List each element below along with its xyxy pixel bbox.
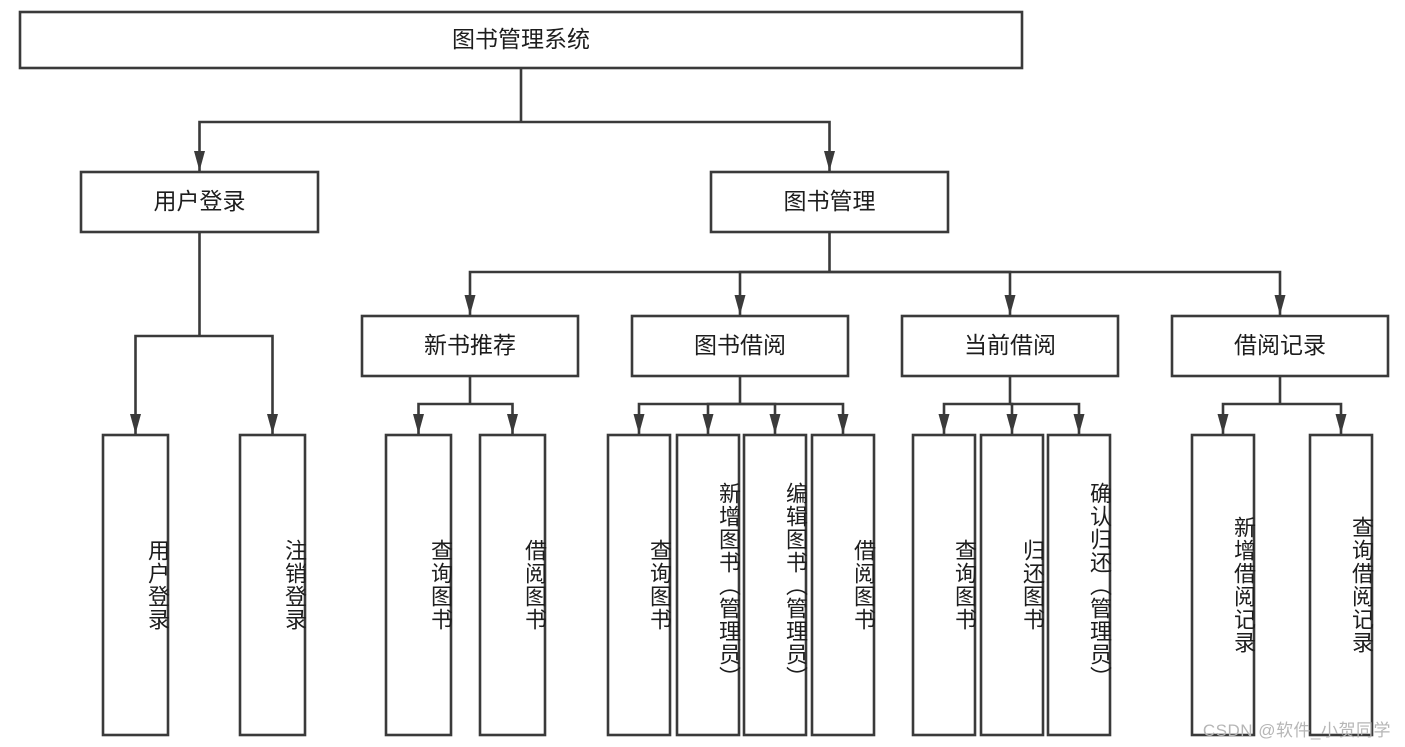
node-box-leaf-add-book[interactable] [675, 433, 741, 737]
node-label-root: 图书管理系统 [452, 26, 590, 52]
connector-group [130, 68, 1347, 434]
connector-book-manage-to-new-book-rec [468, 270, 830, 315]
node-box-borrow-record[interactable] [1170, 314, 1390, 378]
node-box-leaf-query-record[interactable] [1308, 433, 1374, 737]
connector-root-to-book-manage [521, 120, 831, 171]
node-box-leaf-query-book[interactable] [606, 433, 672, 737]
connector-user-login-to-leaf-logout [199, 334, 274, 434]
connector-book-borrow-to-leaf-edit-book [740, 402, 777, 434]
node-box-leaf-query-book-rec[interactable] [384, 433, 453, 737]
node-label-user-login: 用户登录 [154, 188, 246, 214]
arrow-head-icon [1006, 414, 1018, 434]
connector-borrow-record-to-leaf-add-record [1221, 402, 1280, 434]
node-box-leaf-borrow-book[interactable] [810, 433, 876, 737]
arrow-head-icon [464, 295, 476, 315]
node-box-new-book-rec[interactable] [360, 314, 580, 378]
node-box-leaf-logout[interactable] [238, 433, 307, 737]
node-box-group [18, 10, 1390, 737]
connector-book-borrow-to-leaf-borrow-book [740, 402, 845, 434]
connector-book-manage-to-borrow-record [829, 270, 1282, 315]
node-label-new-book-rec: 新书推荐 [424, 332, 516, 358]
arrow-head-icon [1004, 295, 1016, 315]
connector-current-borrow-to-leaf-query-book-cur [942, 402, 1010, 434]
node-label-current-borrow: 当前借阅 [964, 332, 1056, 358]
node-label-borrow-record: 借阅记录 [1234, 332, 1326, 358]
arrow-head-icon [267, 414, 278, 434]
connector-book-manage-to-current-borrow [829, 270, 1012, 315]
arrow-head-icon [633, 414, 645, 434]
connector-book-borrow-to-leaf-query-book [637, 402, 740, 434]
connector-current-borrow-to-leaf-confirm-return [1010, 402, 1081, 434]
connector-borrow-record-to-leaf-query-record [1280, 402, 1343, 434]
arrow-head-icon [734, 295, 746, 315]
arrow-head-icon [507, 414, 518, 434]
node-box-leaf-query-book-cur[interactable] [911, 433, 977, 737]
arrow-head-icon [413, 414, 424, 434]
connector-user-login-to-leaf-user-login [134, 334, 200, 434]
node-box-leaf-user-login[interactable] [101, 433, 170, 737]
arrow-head-icon [1274, 295, 1286, 315]
node-box-leaf-add-record[interactable] [1190, 433, 1256, 737]
connector-book-manage-to-book-borrow [738, 270, 830, 315]
arrow-head-icon [938, 414, 950, 434]
arrow-head-icon [1335, 414, 1347, 434]
node-box-leaf-return-book[interactable] [979, 433, 1045, 737]
node-box-leaf-confirm-return[interactable] [1046, 433, 1112, 737]
arrow-head-icon [194, 151, 205, 171]
arrow-head-icon [702, 414, 714, 434]
node-box-book-borrow[interactable] [630, 314, 850, 378]
node-label-book-borrow: 图书借阅 [694, 332, 786, 358]
watermark-text: CSDN @软件_小贺同学 [1202, 721, 1391, 740]
node-box-leaf-edit-book[interactable] [742, 433, 808, 737]
node-box-root[interactable] [18, 10, 1024, 70]
arrow-head-icon [769, 414, 781, 434]
connector-new-book-rec-to-leaf-borrow-book-rec [470, 402, 514, 434]
arrow-head-icon [824, 151, 835, 171]
node-label-book-manage: 图书管理 [784, 188, 876, 214]
node-box-leaf-borrow-book-rec[interactable] [478, 433, 547, 737]
connector-book-borrow-to-leaf-add-book [706, 402, 740, 434]
arrow-head-icon [1217, 414, 1229, 434]
arrow-head-icon [837, 414, 849, 434]
arrow-head-icon [1073, 414, 1085, 434]
arrow-head-icon [130, 414, 141, 434]
connector-root-to-user-login [198, 120, 521, 171]
node-box-user-login[interactable] [79, 170, 320, 234]
node-box-book-manage[interactable] [709, 170, 950, 234]
node-box-current-borrow[interactable] [900, 314, 1120, 378]
connector-new-book-rec-to-leaf-query-book-rec [417, 402, 470, 434]
